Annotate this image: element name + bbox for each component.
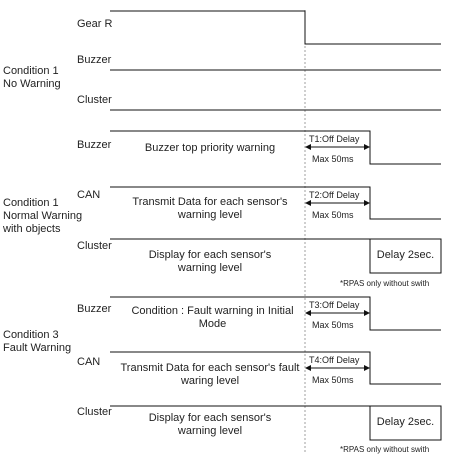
fault-buzzer-description: Condition : Fault warning in Initial Mod… <box>131 305 294 330</box>
signal-label-can: CAN <box>77 356 101 368</box>
signal-label-cluster: Cluster <box>77 406 112 418</box>
delay-label: Delay 2sec. <box>376 416 435 428</box>
t4-label: T4:Off Delay <box>309 355 360 365</box>
condition1-normal-label: Condition 1 Normal Warning with objects <box>3 197 83 235</box>
t3-label: T3:Off Delay <box>309 300 360 310</box>
delay-box-fault <box>369 405 442 441</box>
t2-label: T2:Off Delay <box>309 190 360 200</box>
can-description: Transmit Data for each sensor's warning … <box>132 196 288 221</box>
max-label: Max 50ms <box>312 210 354 220</box>
cluster-description: Display for each sensor's warning level <box>148 249 272 274</box>
signal-label-buzzer: Buzzer <box>77 54 112 66</box>
t1-arrow <box>305 144 370 150</box>
buzzer-description: Buzzer top priority warning <box>144 142 276 154</box>
max-label: Max 50ms <box>312 154 354 164</box>
fault-can-description: Transmit Data for each sensor's fault wa… <box>120 362 300 387</box>
max-label: Max 50ms <box>312 375 354 385</box>
signal-label-buzzer: Buzzer <box>77 139 112 151</box>
rpas-note: *RPAS only without swith <box>340 279 430 288</box>
gear-r-waveform <box>110 10 441 45</box>
buzzer-waveform-normal <box>110 130 441 165</box>
delay-box-normal <box>369 238 442 274</box>
delay-label: Delay 2sec. <box>376 249 435 261</box>
rpas-note: *RPAS only without swith <box>340 445 430 454</box>
condition1-label: Condition 1 No Warning <box>3 65 61 90</box>
signal-label-can: CAN <box>77 189 101 201</box>
signal-label-gear-r: Gear R <box>77 18 113 30</box>
fault-cluster-description: Display for each sensor's warning level <box>148 412 272 437</box>
t3-arrow <box>305 310 370 316</box>
max-label: Max 50ms <box>312 320 354 330</box>
t1-label: T1:Off Delay <box>309 134 360 144</box>
condition3-label: Condition 3 Fault Warning <box>3 329 72 354</box>
signal-label-buzzer: Buzzer <box>77 303 112 315</box>
buzzer-waveform-fault <box>110 296 441 331</box>
signal-label-cluster: Cluster <box>77 240 112 252</box>
t2-arrow <box>305 200 370 206</box>
signal-label-cluster: Cluster <box>77 94 112 106</box>
t4-arrow <box>305 365 370 371</box>
